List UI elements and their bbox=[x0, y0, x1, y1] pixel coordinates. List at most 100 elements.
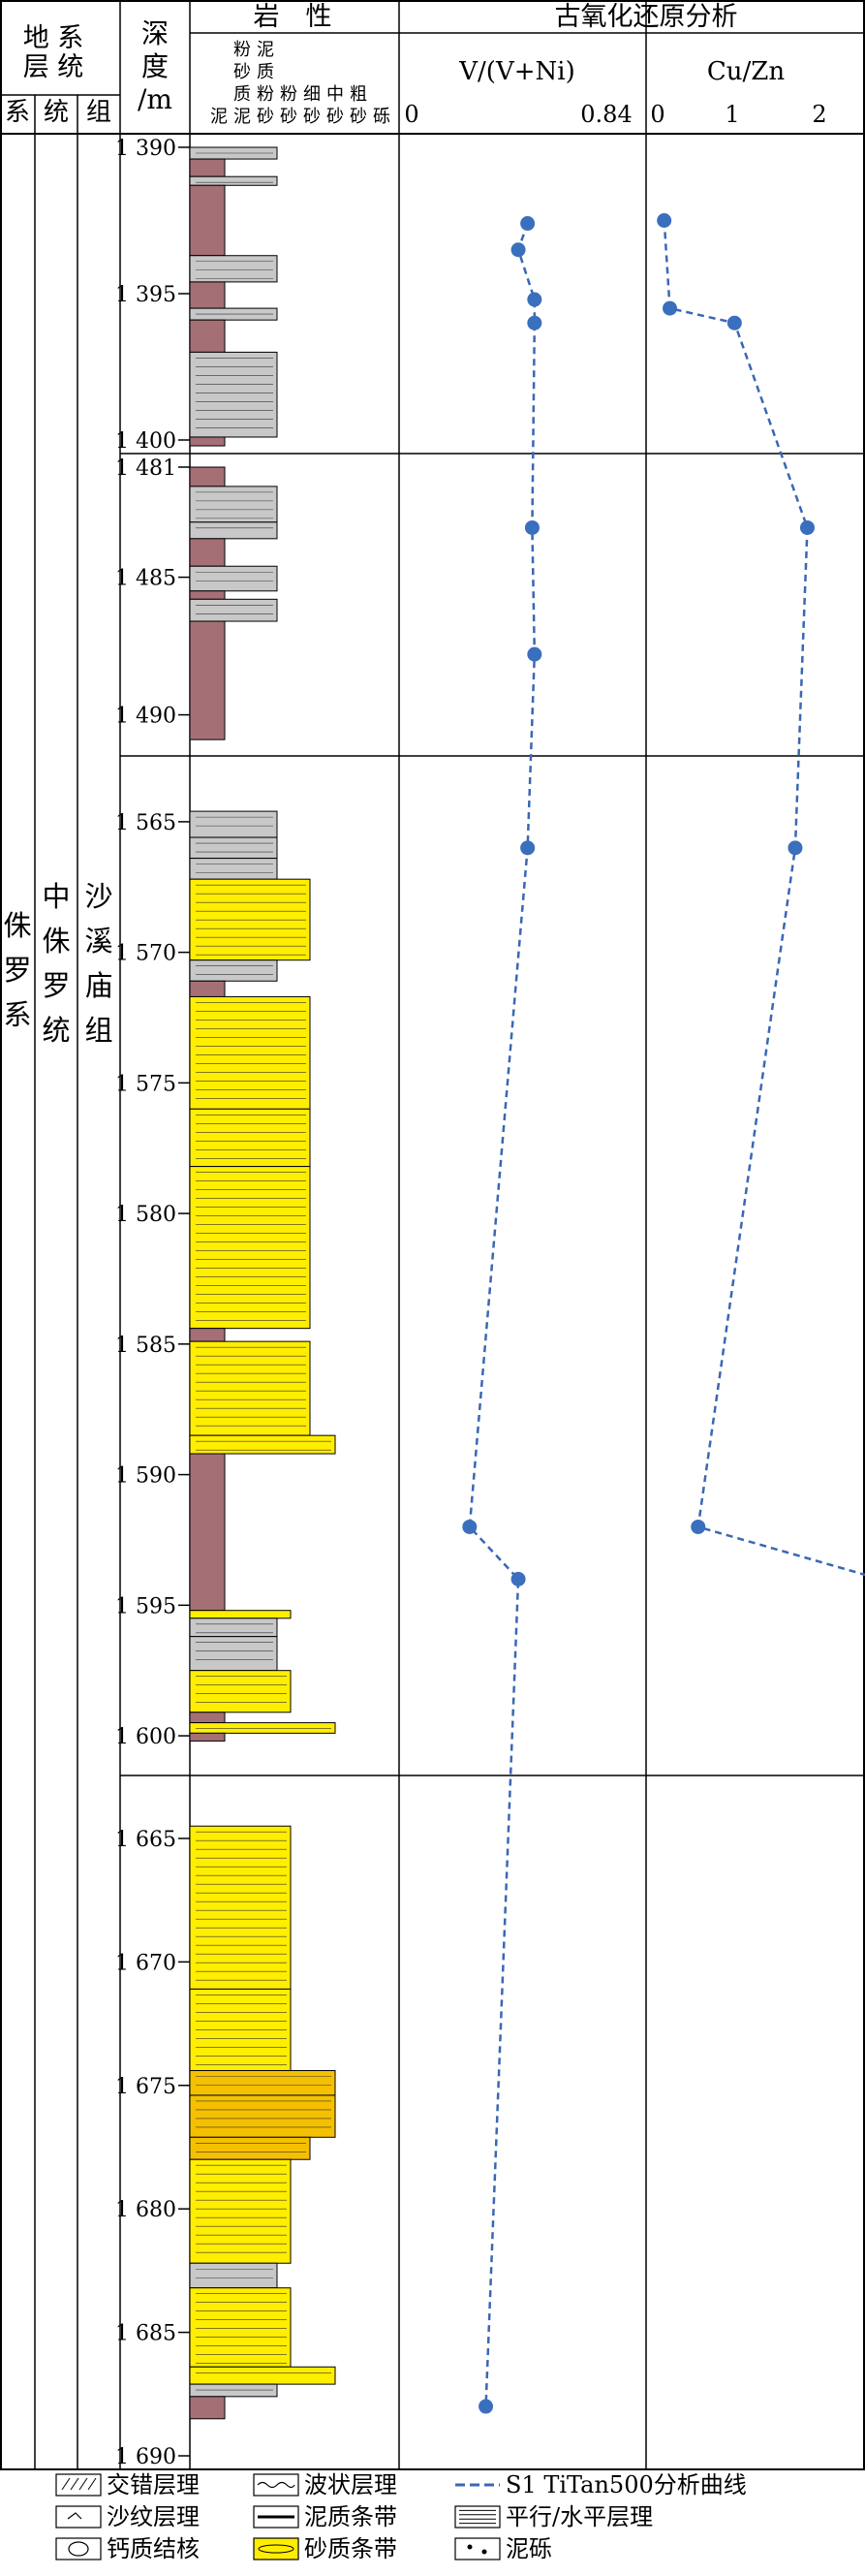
grain-size-label: 砾 bbox=[373, 107, 390, 127]
legend-mark bbox=[67, 2512, 82, 2520]
grain-size-label: 粗 bbox=[350, 84, 367, 105]
formation-name: 沙 bbox=[84, 880, 112, 913]
grain-size-label: 砂 bbox=[257, 107, 274, 127]
lithology-bed bbox=[189, 810, 278, 838]
legend-mark bbox=[78, 2477, 88, 2491]
depth-tick-label: 1 670 bbox=[115, 1951, 176, 1975]
series-name: 罗 bbox=[42, 969, 70, 1002]
lithology-bed bbox=[189, 858, 278, 880]
depth-tick-label: 1 590 bbox=[115, 1464, 176, 1489]
lithology-bed bbox=[189, 1732, 226, 1742]
grain-size-label: 细 bbox=[303, 84, 321, 105]
legend-mark bbox=[68, 2541, 89, 2557]
system-name: 系 bbox=[3, 998, 31, 1031]
legend-swatch bbox=[253, 2473, 299, 2497]
vvni-tick-1: 0.84 bbox=[580, 101, 632, 128]
lithology-bed bbox=[189, 158, 226, 177]
lithology-bed bbox=[189, 1328, 226, 1342]
lithology-bed bbox=[189, 1712, 226, 1724]
grain-size-label: 砂 bbox=[303, 107, 321, 127]
grain-size-label: 中 bbox=[326, 84, 344, 105]
lithology-bed bbox=[189, 521, 278, 540]
vvni-point bbox=[510, 1571, 526, 1586]
vvni-point bbox=[527, 646, 542, 662]
formation-name: 庙 bbox=[84, 969, 112, 1002]
depth-tick-label: 1 565 bbox=[115, 811, 176, 835]
lithology-column bbox=[189, 146, 336, 2420]
paleo-title: 古氧化还原分析 bbox=[555, 2, 738, 32]
litho-title: 岩 性 bbox=[254, 2, 332, 32]
legend-label: S1 TiTan500分析曲线 bbox=[506, 2471, 747, 2498]
formation-name: 组 bbox=[84, 1014, 112, 1047]
grain-size-label: 砂 bbox=[350, 107, 367, 127]
legend-mark bbox=[467, 2544, 473, 2550]
depth-tick-label: 1 600 bbox=[115, 1725, 176, 1749]
vvni-point bbox=[527, 292, 542, 307]
vvni-point bbox=[462, 1519, 478, 1534]
grain-size-label: 砂 bbox=[280, 107, 297, 127]
cuzn-tick: 1 bbox=[725, 101, 739, 128]
depth-tick-label: 1 680 bbox=[115, 2198, 176, 2222]
lithology-bed bbox=[189, 1108, 311, 1168]
vvni-point bbox=[520, 216, 536, 232]
grain-size-label: 砂 bbox=[233, 62, 251, 82]
depth-tick-label: 1 585 bbox=[115, 1334, 176, 1358]
legend-item-cross_bedding: 交错层理 bbox=[55, 2471, 200, 2498]
lithology-bed bbox=[189, 281, 226, 309]
vvni-point bbox=[527, 315, 542, 330]
depth-tick-label: 1 570 bbox=[115, 942, 176, 966]
depth-tick-label: 1 395 bbox=[115, 283, 176, 307]
legend-label: 波状层理 bbox=[304, 2471, 397, 2498]
lithology-bed bbox=[189, 2262, 278, 2289]
legend-swatch bbox=[55, 2537, 102, 2560]
depth-tick-label: 1 490 bbox=[115, 705, 176, 729]
legend-item-sand_band: 砂质条带 bbox=[253, 2535, 397, 2562]
legend-label: 泥砾 bbox=[506, 2535, 552, 2562]
depth-tick-label: 1 575 bbox=[115, 1072, 176, 1096]
lithology-bed bbox=[189, 2158, 292, 2264]
lithology-bed bbox=[189, 2287, 292, 2368]
col-series-label: 统 bbox=[44, 98, 69, 127]
lithology-bed bbox=[189, 436, 226, 447]
header: 地 系 层 统 系 统 组 深度/m 岩 性 泥粉砂质泥泥质粉砂粉砂细砂中砂粗砂… bbox=[5, 2, 827, 128]
lithology-bed bbox=[189, 2366, 336, 2385]
depth-tick-label: 1 685 bbox=[115, 2322, 176, 2346]
depth-title-line: 深 bbox=[141, 17, 169, 49]
series-name: 中 bbox=[42, 880, 70, 913]
col-formation-label: 组 bbox=[86, 98, 111, 127]
outer-border bbox=[0, 0, 865, 2470]
lithology-bed bbox=[189, 836, 278, 860]
system-name: 侏 bbox=[3, 909, 31, 942]
lithology-bed bbox=[189, 2094, 336, 2138]
lithology-bed bbox=[189, 1825, 292, 1990]
lithology-bed bbox=[189, 486, 278, 523]
depth-tick-label: 1 595 bbox=[115, 1594, 176, 1618]
depth-tick-label: 1 690 bbox=[115, 2445, 176, 2469]
lithology-bed bbox=[189, 2136, 311, 2160]
lithology-bed bbox=[189, 319, 226, 353]
grain-size-label: 泥 bbox=[210, 107, 228, 127]
lithology-bed bbox=[189, 980, 226, 997]
vvni-tick-0: 0 bbox=[404, 101, 418, 128]
lithology-bed bbox=[189, 184, 226, 257]
col-system-label: 系 bbox=[5, 98, 30, 127]
grain-size-label: 粉 bbox=[280, 84, 297, 105]
grain-size-label: 质 bbox=[233, 84, 251, 105]
legend-mark bbox=[481, 2549, 487, 2555]
formation-name: 溪 bbox=[84, 925, 112, 958]
legend-label: 泥质条带 bbox=[304, 2503, 397, 2530]
lithology-bed bbox=[189, 2396, 226, 2420]
legend-swatch bbox=[454, 2537, 501, 2560]
lithology-bed bbox=[189, 1618, 278, 1638]
legend-swatch bbox=[55, 2473, 102, 2497]
lithology-bed bbox=[189, 1434, 336, 1455]
cuzn-curve bbox=[663, 220, 865, 1577]
lithology-bed bbox=[189, 538, 226, 567]
vvni-point bbox=[524, 519, 540, 535]
lithology-bed bbox=[189, 1636, 278, 1672]
legend-mark bbox=[257, 2481, 295, 2489]
